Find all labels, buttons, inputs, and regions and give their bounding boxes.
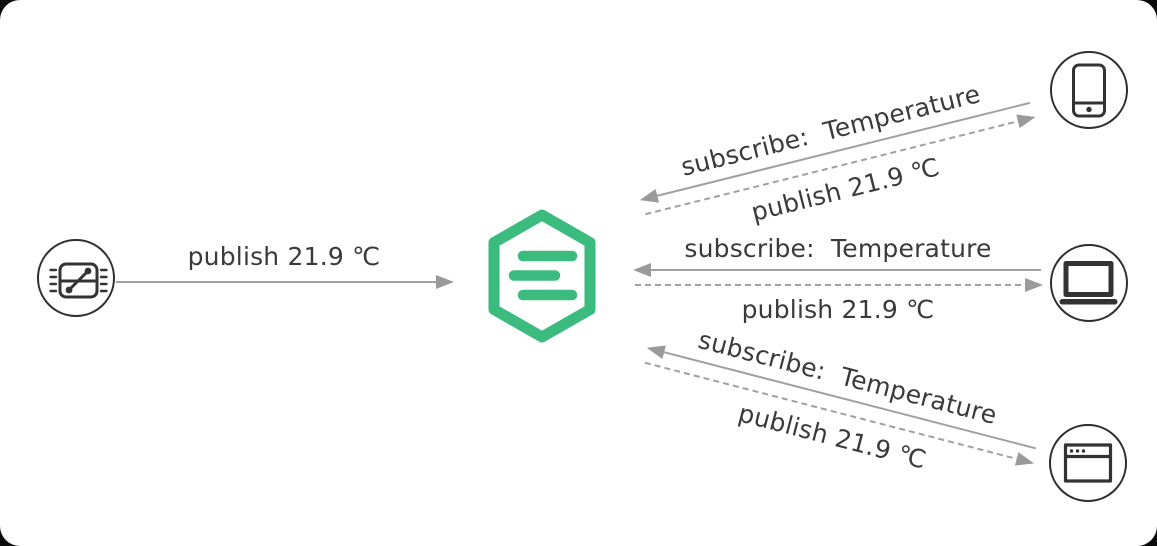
emqx-broker-logo-icon [488,209,596,343]
browser-window-icon [1063,443,1113,483]
browser-node [1049,424,1127,502]
subscriber-connection-laptop: subscribe: Temperature publish 21.9 ℃ [633,234,1043,324]
arrow-right-icon [1014,452,1036,471]
smartphone-icon [1072,63,1106,118]
subscriber-publish-label: publish 21.9 ℃ [741,295,935,324]
publish-arrow [116,275,454,289]
laptop-node [1050,244,1128,322]
publish-dashed-arrow [635,278,1043,292]
subscriber-connection-browser: subscribe: Temperature publish 21.9 ℃ [635,313,1045,500]
arrow-left-icon [638,188,659,207]
smartphone-node [1050,51,1128,129]
sensor-chip-icon [49,262,108,299]
subscribe-label: subscribe: Temperature [684,234,992,263]
laptop-icon [1059,261,1118,305]
arrow-right-icon [1025,278,1043,292]
arrow-left-icon [644,340,666,359]
subscriber-connection-smartphone: subscribe: Temperature publish 21.9 ℃ [633,68,1043,252]
arrow-left-icon [633,263,651,277]
sensor-node [37,239,115,317]
subscribe-arrow [633,263,1041,277]
arrow-right-icon [436,275,454,289]
arrow-right-icon [1016,110,1038,129]
publisher-publish-label: publish 21.9 ℃ [187,242,381,271]
publisher-connection: publish 21.9 ℃ [116,242,454,289]
